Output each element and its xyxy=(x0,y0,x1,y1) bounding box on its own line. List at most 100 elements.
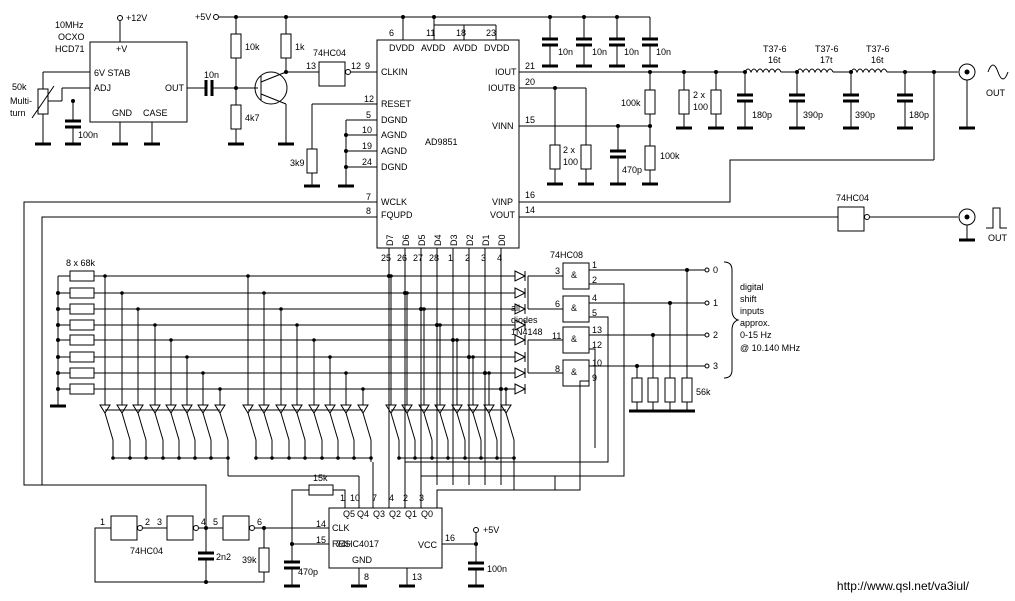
inputs-note-4: approx. xyxy=(740,318,770,328)
ocxo-title-2: OCXO xyxy=(58,32,85,42)
and-gate-2 xyxy=(562,295,590,323)
ocxo-title-3: HCD71 xyxy=(55,44,85,54)
inductor-3 xyxy=(850,68,888,74)
diode xyxy=(385,404,397,414)
r3k9-label: 3k9 xyxy=(290,158,305,168)
cf4-label: 180p xyxy=(909,110,929,120)
counter-q4: Q4 xyxy=(357,509,369,519)
diode xyxy=(401,404,413,414)
source-url[interactable]: http://www.qsl.net/va3iul/ xyxy=(836,579,969,593)
pin-3: 3 xyxy=(555,266,560,276)
dds-clkin: CLKIN xyxy=(381,67,408,77)
and-gates: 74HC08 all diodes 1N4148 & & & & 3 1 2 6… xyxy=(404,250,801,497)
ocxo-block: 10MHz OCXO HCD71 +V 6V STAB ADJ OUT GND … xyxy=(10,13,188,146)
dds-d7: D7 xyxy=(385,234,395,246)
ocxo-vplus: +V xyxy=(116,44,127,54)
dec-cap-2-label: 10n xyxy=(592,47,607,57)
clock-buffer: 10n +5V 10k 4k7 1k 74HC04 13 12 xyxy=(187,12,650,146)
resistor-100 xyxy=(580,144,592,170)
pin-10: 10 xyxy=(362,125,372,135)
decoupling-caps: 10n 10n 10n 10n xyxy=(542,15,671,68)
resistor-56k xyxy=(631,377,643,403)
r1k-label: 1k xyxy=(295,42,305,52)
pin-7: 7 xyxy=(366,192,371,202)
dec-cap-3-label: 10n xyxy=(624,47,639,57)
pin-14: 14 xyxy=(525,205,535,215)
cf2-label: 390p xyxy=(803,110,823,120)
resistor-100 xyxy=(678,89,690,115)
resistor-68k xyxy=(69,383,95,395)
inv-clk-label: 74HC04 xyxy=(313,48,346,58)
and-symbol: & xyxy=(571,270,577,280)
out-square-label: OUT xyxy=(988,233,1008,243)
and-symbol: & xyxy=(571,367,577,377)
pin-24: 24 xyxy=(362,157,372,167)
pin-9: 9 xyxy=(365,61,370,71)
dds-d1: D1 xyxy=(481,234,491,246)
r100kb-label: 100k xyxy=(660,151,680,161)
c100n-label: 100n xyxy=(78,130,98,140)
pin-7: 7 xyxy=(372,493,377,503)
diode xyxy=(514,270,527,282)
control-lines xyxy=(23,201,377,508)
dds-agnd1: AGND xyxy=(381,130,408,140)
inverter-osc-1 xyxy=(110,515,138,541)
diode xyxy=(291,404,303,414)
diodes-label-diodes: diodes xyxy=(511,315,538,325)
pin-21: 21 xyxy=(525,61,535,71)
r4k7-label: 4k7 xyxy=(245,113,260,123)
c470p2-label: 470p xyxy=(298,567,318,577)
pin-16: 16 xyxy=(445,533,455,543)
diode xyxy=(99,404,111,414)
and-symbol: & xyxy=(571,334,577,344)
ocxo-case: CASE xyxy=(143,108,168,118)
pin-12-reset: 12 xyxy=(364,94,374,104)
pin-8: 8 xyxy=(555,364,560,374)
diode xyxy=(340,404,352,414)
diodes-type-label: 1N4148 xyxy=(511,327,543,337)
dds-wclk: WCLK xyxy=(381,197,407,207)
counter-gnd: GND xyxy=(352,555,373,565)
inverter-out xyxy=(837,206,865,232)
pin-1: 1 xyxy=(100,517,105,527)
pin-25: 25 xyxy=(381,253,391,263)
vcc5b-label: +5V xyxy=(483,525,499,535)
resistor-68k xyxy=(69,270,95,282)
resistor-68k xyxy=(69,303,95,315)
c100n2-label: 100n xyxy=(487,564,507,574)
resistor-100 xyxy=(549,144,561,170)
pin-2: 2 xyxy=(145,517,150,527)
pin-13: 13 xyxy=(592,325,602,335)
pin-20: 20 xyxy=(525,77,535,87)
counter-q5: Q5 xyxy=(343,509,355,519)
ocxo-stab: 6V STAB xyxy=(94,68,130,78)
and-gate-1 xyxy=(562,262,590,290)
ocxo-box xyxy=(89,41,188,123)
ad9851-box xyxy=(376,39,520,249)
diode xyxy=(181,404,193,414)
inductor-1 xyxy=(744,68,782,74)
pin-3: 3 xyxy=(481,253,486,263)
dds-vout: VOUT xyxy=(490,210,516,220)
diode xyxy=(132,404,144,414)
diode xyxy=(514,367,527,379)
resistor-array: 8 x 68k xyxy=(50,258,527,408)
pin-3: 3 xyxy=(157,517,162,527)
resistor-56k xyxy=(681,377,693,403)
pot-label-3: turn xyxy=(10,108,26,118)
vcc12-terminal xyxy=(117,15,123,21)
pin-5: 5 xyxy=(366,110,371,120)
pin-11: 11 xyxy=(552,331,561,341)
ocxo-gnd: GND xyxy=(112,108,133,118)
ocxo-adj: ADJ xyxy=(94,83,111,93)
resistor-4k7 xyxy=(230,104,242,130)
c2n2-label: 2n2 xyxy=(216,552,231,562)
ad9851-name: AD9851 xyxy=(425,137,458,147)
diode xyxy=(357,404,369,414)
counter-res: RES xyxy=(332,539,351,549)
pin-1: 1 xyxy=(340,493,345,503)
sine-wave-icon xyxy=(987,64,1009,80)
resistor-68k xyxy=(69,287,95,299)
inputs-note-2: shift xyxy=(740,294,757,304)
